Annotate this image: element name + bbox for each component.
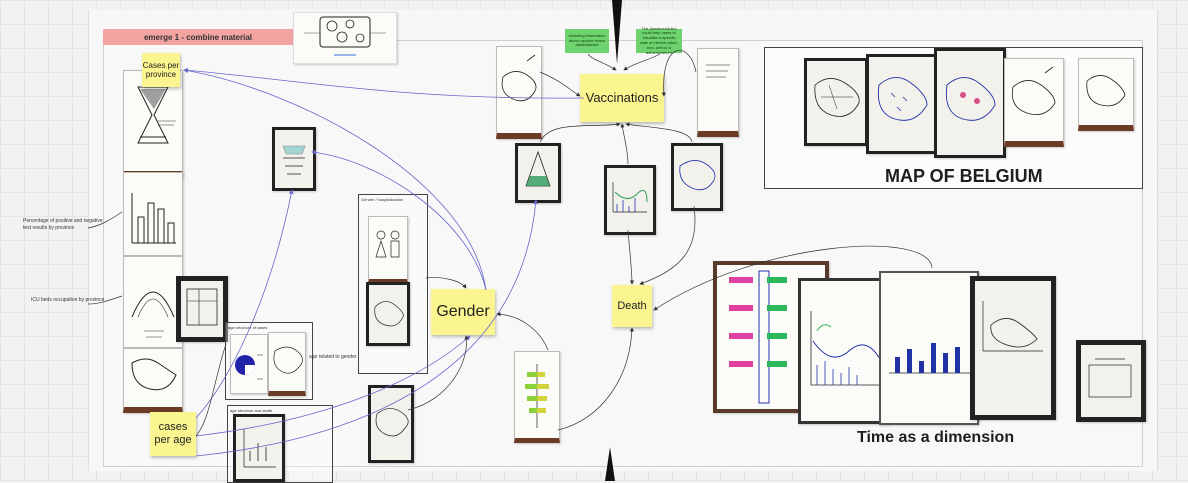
card-belgium-photo-2[interactable] <box>1078 58 1134 131</box>
card-age-gender-map[interactable] <box>368 385 414 463</box>
icu-detail-sketch <box>186 288 218 326</box>
card-age-pie[interactable] <box>230 334 268 394</box>
card-death-vs-vaccination-large[interactable] <box>798 278 890 424</box>
group-title-gender-hospitalization: Gender / hospitalization <box>361 197 404 202</box>
card-age-histogram[interactable] <box>272 127 316 191</box>
arrow-pointer-bottom <box>605 447 615 481</box>
card-timeline-sketch[interactable] <box>1076 340 1146 422</box>
card-gender-structure[interactable] <box>514 351 560 443</box>
title-time-dimension[interactable]: Time as a dimension <box>857 429 1015 446</box>
sticky-gender[interactable]: Gender <box>431 289 495 335</box>
bar-sketch <box>131 193 176 244</box>
card-map-sketch-left[interactable] <box>123 348 183 413</box>
sticky-death[interactable]: Death <box>612 285 652 327</box>
vaccination-province-map-sketch <box>679 160 716 191</box>
age-map-sketch <box>273 346 303 374</box>
card-belgium-outline[interactable] <box>804 58 868 146</box>
age-gender-map-sketch <box>375 408 409 437</box>
timeline-sketch <box>1088 358 1132 398</box>
note-positive-negative[interactable]: Percentage of positive and negative test… <box>23 218 103 231</box>
icu-arc-sketch <box>131 291 175 338</box>
arrow-pointer-top <box>612 0 622 64</box>
frame-title-banner[interactable]: emerge 1 - combine material <box>103 29 293 45</box>
age-pie-sketch <box>235 354 263 380</box>
card-vaccination-map-right[interactable] <box>697 48 739 137</box>
note-icu-beds[interactable]: ICU beds occupation by province <box>31 297 105 303</box>
card-belgium-density[interactable] <box>934 48 1006 158</box>
sketch-thumbnail[interactable] <box>293 12 397 64</box>
card-vaccination-province-map[interactable] <box>671 143 723 211</box>
hospitalization-map-sketch <box>982 301 1043 352</box>
gender-map-sketch <box>374 301 404 327</box>
sticky-vaccinations[interactable]: Vaccinations <box>580 74 664 122</box>
sketch-thumbnail-drawing <box>304 16 386 56</box>
belgium-vaccination-sketch <box>877 77 928 121</box>
age-histogram-sketch <box>282 145 306 175</box>
hourglass-sketch <box>137 86 176 144</box>
vaccination-map-left-sketch <box>501 54 537 102</box>
card-vaccination-map-left[interactable] <box>496 46 542 139</box>
card-ratio-death-hospitalization[interactable] <box>879 271 979 425</box>
death-vs-vaccination-sketch <box>612 182 648 213</box>
card-belgium-photo-1[interactable] <box>1004 58 1064 147</box>
belgium-outline-sketch <box>814 78 860 117</box>
belgium-photo-2-sketch <box>1086 75 1126 107</box>
card-bar-sketch[interactable] <box>123 172 183 256</box>
card-vaccine-flask[interactable] <box>515 143 561 203</box>
ratio-death-hospitalization-sketch <box>889 343 971 374</box>
note-vaccine-brand[interactable]: Including information about vaccine bran… <box>565 29 609 53</box>
group-title-age-structure-cases: age structure of cases <box>228 325 268 330</box>
belgium-density-sketch <box>945 77 996 121</box>
card-icu-sketch[interactable] <box>123 256 183 348</box>
sticky-cases-per-age[interactable]: cases per age <box>150 412 196 456</box>
card-gender-map[interactable] <box>366 282 410 346</box>
vaccination-map-right-sketch <box>706 64 730 78</box>
note-timeline-slider[interactable]: The (timeline/slider) could help users t… <box>636 26 682 54</box>
card-age-death[interactable] <box>233 414 285 482</box>
sticky-cases-per-province[interactable]: Cases per province <box>142 53 180 87</box>
gender-figures-sketch <box>375 230 400 258</box>
group-title-age-structure-death: age structure and death <box>230 408 273 413</box>
gender-structure-sketch <box>525 364 549 428</box>
card-icu-detail[interactable] <box>176 276 228 342</box>
card-death-vs-vaccination[interactable] <box>604 165 656 235</box>
label-age-related-gender[interactable]: age related to gender <box>309 354 357 360</box>
vaccine-flask-sketch <box>525 150 551 187</box>
card-hospitalization-map[interactable] <box>970 276 1056 420</box>
title-map-of-belgium[interactable]: MAP OF BELGIUM <box>885 166 1043 186</box>
map-sketch-left <box>131 358 177 391</box>
death-vs-vaccination-large-sketch <box>810 311 882 386</box>
card-gender-figures[interactable] <box>368 216 408 284</box>
belgium-photo-1-sketch <box>1011 66 1056 116</box>
card-age-map[interactable] <box>268 332 306 396</box>
age-death-sketch <box>243 429 276 468</box>
card-belgium-vaccination[interactable] <box>866 54 938 154</box>
